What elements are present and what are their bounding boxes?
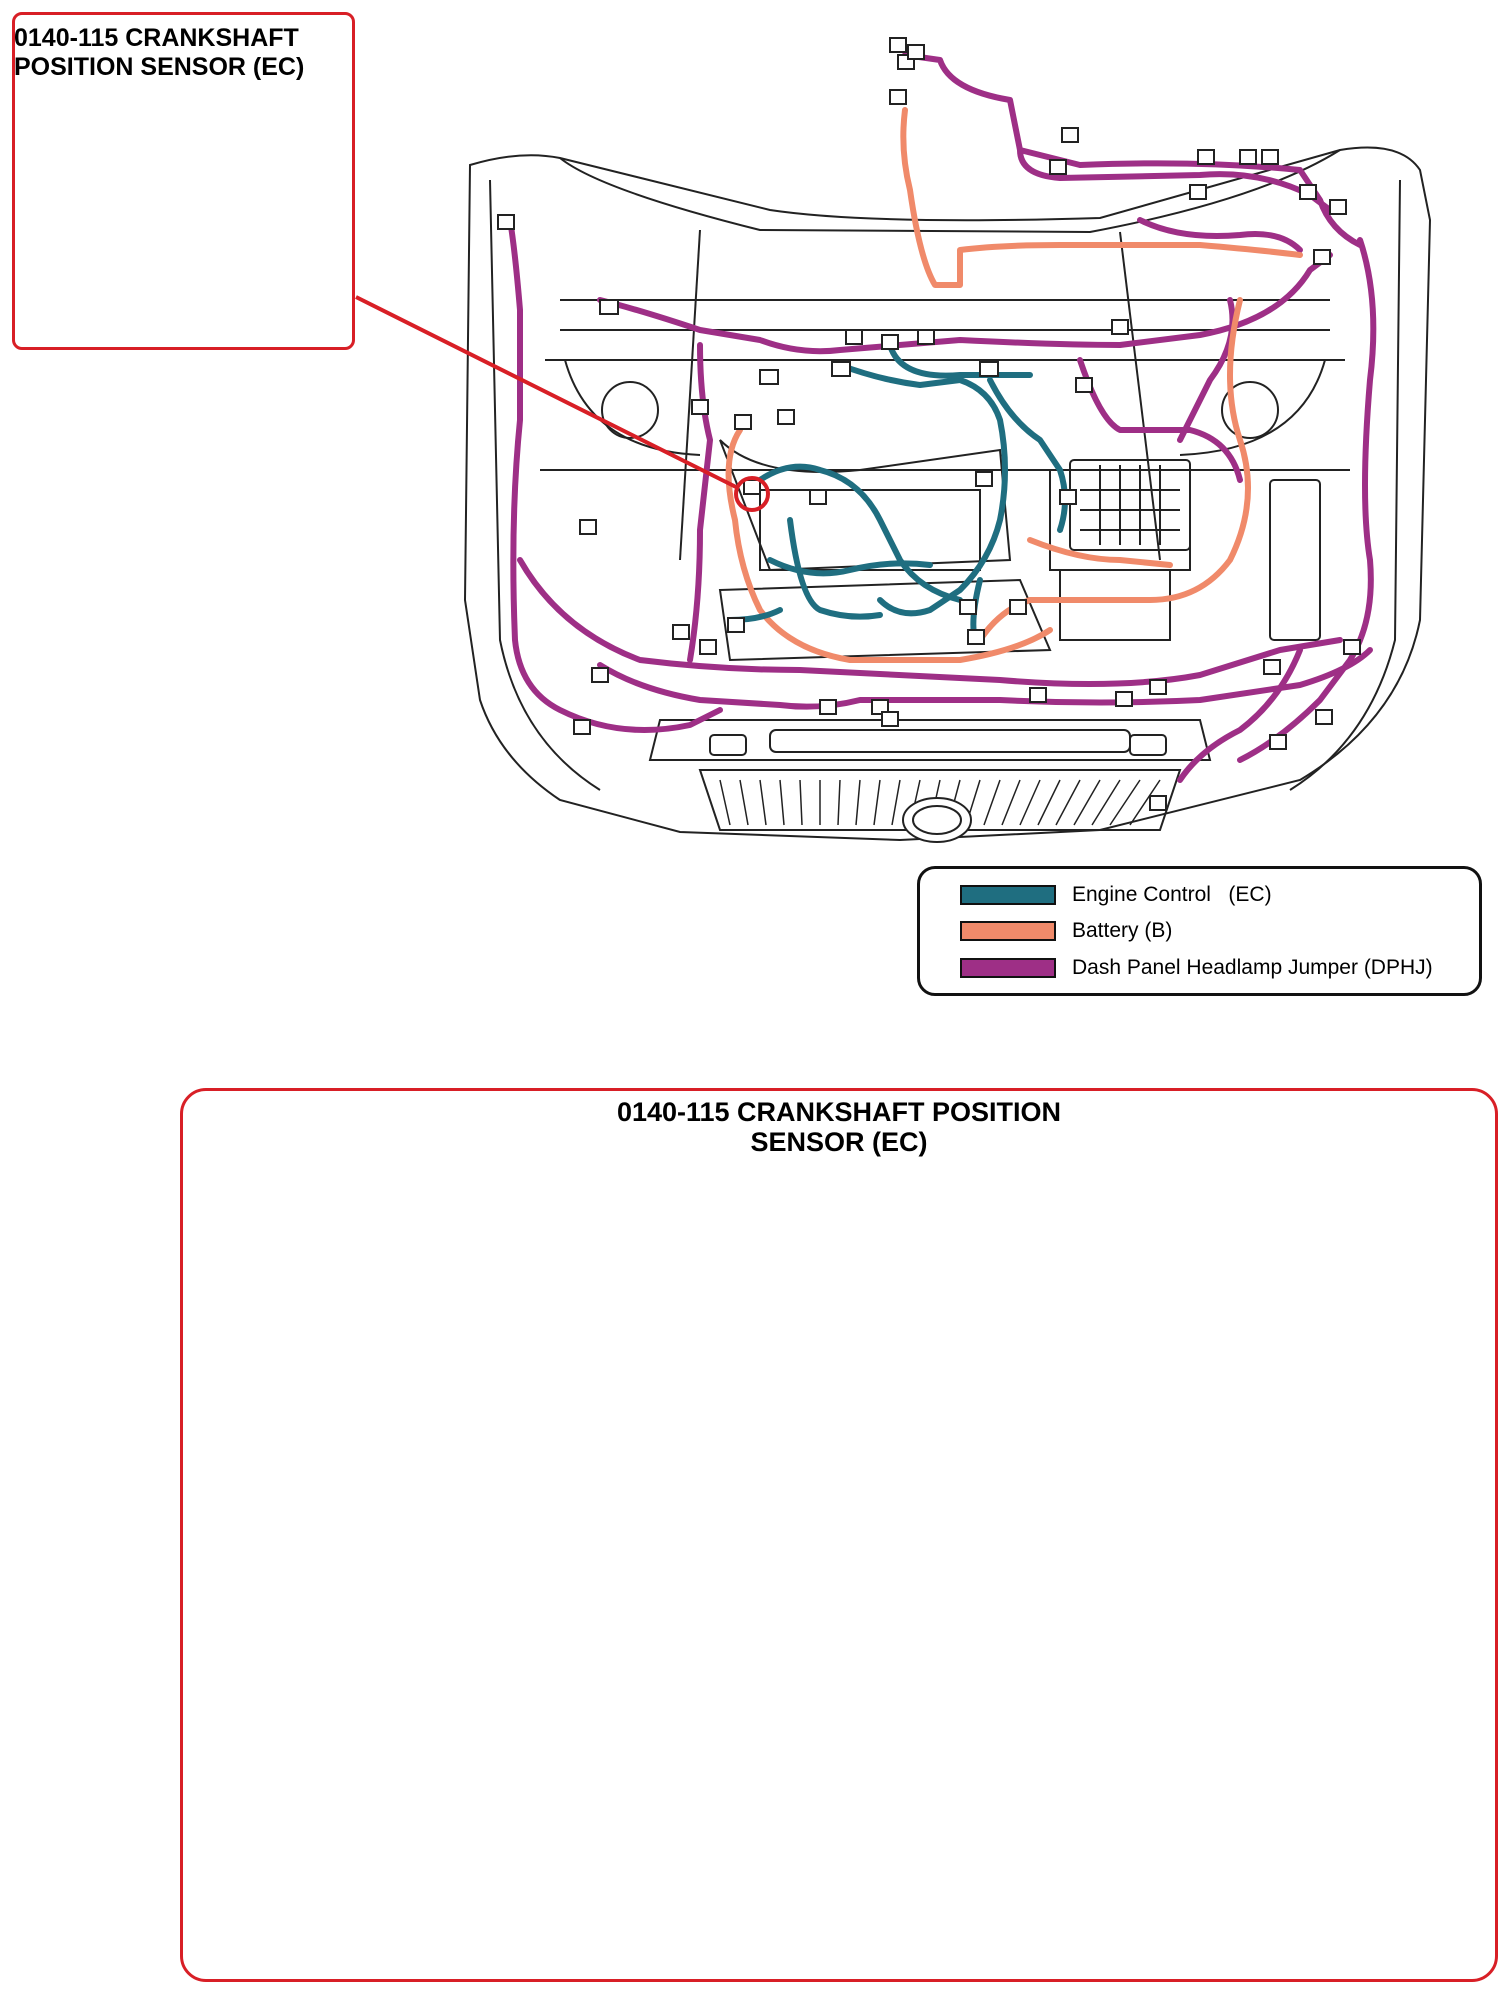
legend-item-dphj: Dash Panel Headlamp Jumper (DPHJ) — [960, 955, 1433, 981]
detail-title: 0140-115 CRANKSHAFT POSITION SENSOR (EC) — [180, 1097, 1498, 1157]
harness-battery — [725, 107, 1303, 663]
legend-item-battery: Battery (B) — [960, 918, 1172, 944]
legend-swatch-engine-control — [960, 885, 1056, 905]
detail-frame — [180, 1088, 1498, 1982]
harness-dphj — [507, 52, 1377, 783]
wire-legend: Engine Control (EC) Battery (B) Dash Pan… — [917, 866, 1482, 996]
legend-label-dphj: Dash Panel Headlamp Jumper (DPHJ) — [1072, 956, 1433, 979]
legend-label-engine-control: Engine Control (EC) — [1072, 883, 1272, 906]
detail-title-line-1: 0140-115 CRANKSHAFT POSITION — [616, 1097, 1062, 1127]
inset-frame — [12, 12, 355, 350]
legend-swatch-battery — [960, 921, 1056, 941]
legend-label-battery: Battery (B) — [1072, 919, 1173, 942]
legend-item-engine-control: Engine Control (EC) — [960, 882, 1272, 908]
harness-connectors — [497, 37, 1361, 811]
engine-bay-drawing — [463, 146, 1432, 843]
legend-swatch-dphj — [960, 958, 1056, 978]
detail-title-line-2: SENSOR (EC) — [750, 1127, 928, 1157]
sensor-location-marker — [734, 476, 770, 512]
inset-title-line-2: POSITION SENSOR (EC) — [14, 53, 305, 81]
leader-line — [355, 295, 739, 490]
inset-title: 0140-115 CRANKSHAFT POSITION SENSOR (EC) — [14, 24, 354, 82]
inset-title-line-1: 0140-115 CRANKSHAFT — [14, 24, 299, 52]
harness-engine-control — [727, 342, 1068, 643]
